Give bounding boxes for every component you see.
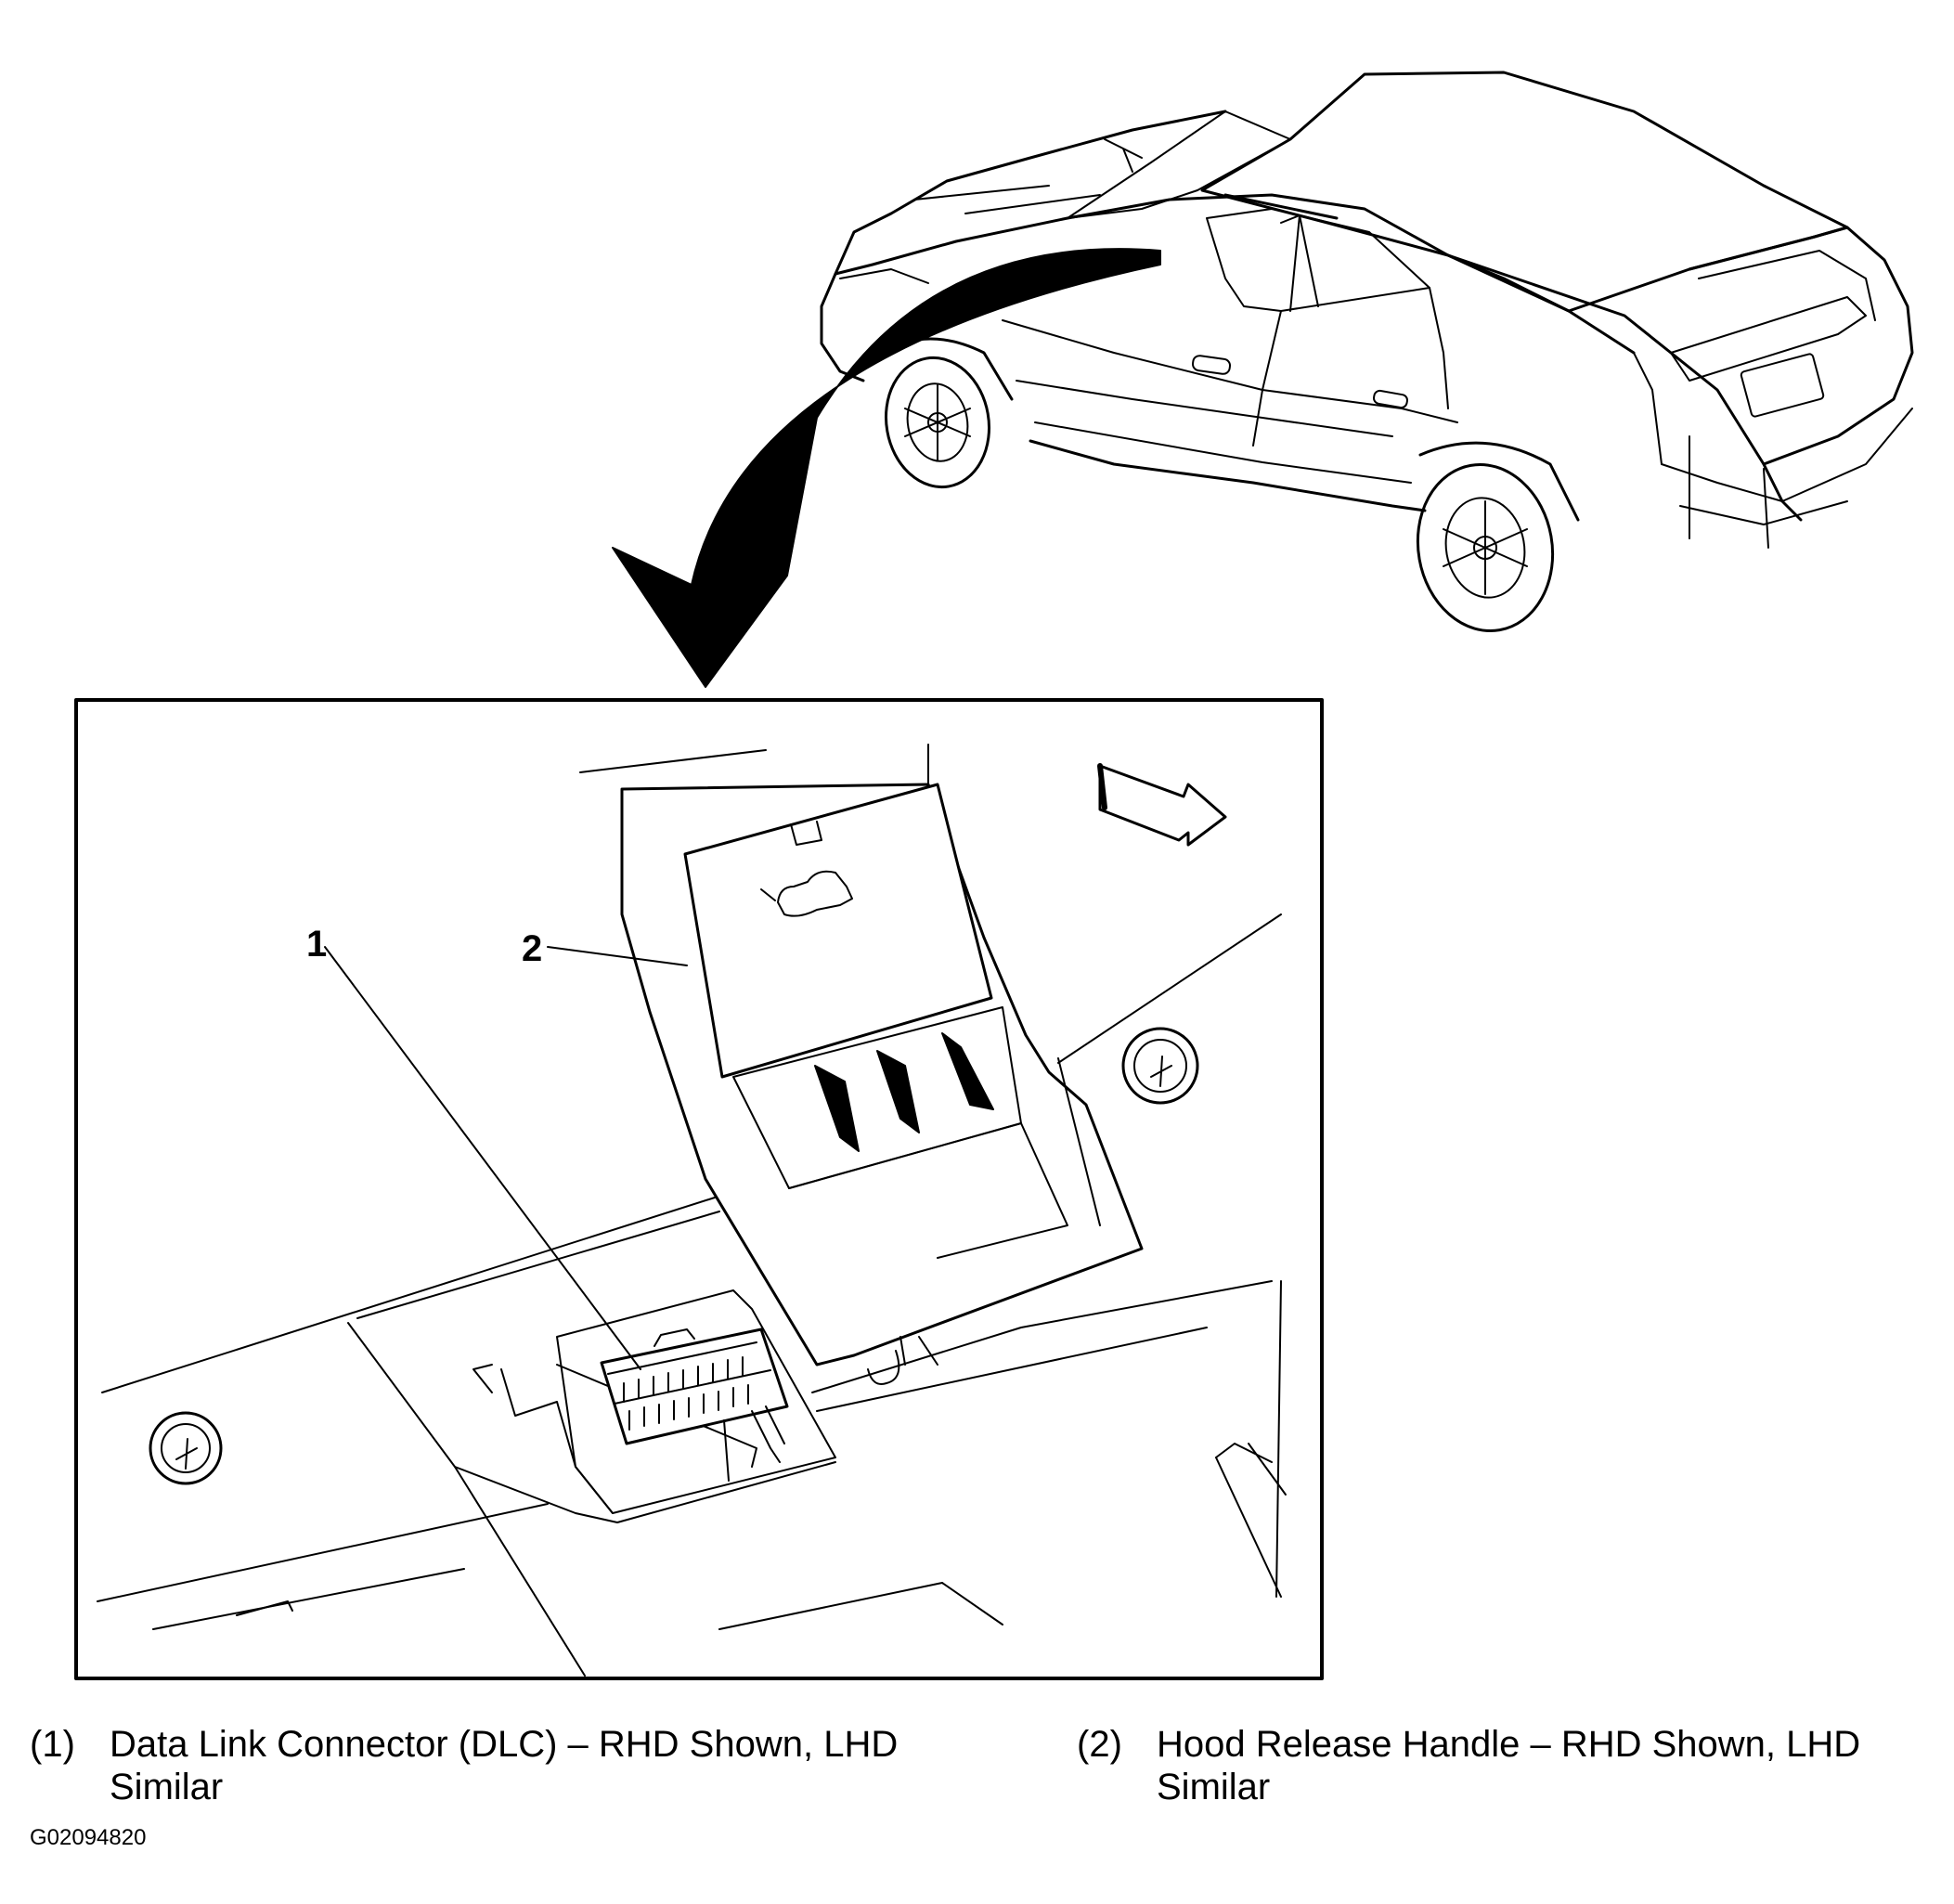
location-pointer-arrow <box>612 248 1161 688</box>
legend-index: (1) <box>30 1724 75 1765</box>
figure-code: G02094820 <box>30 1825 147 1850</box>
legend-text: Data Link Connector (DLC) – RHD Shown, L… <box>110 1724 899 1807</box>
legend-text: Hood Release Handle – RHD Shown, LHD Sim… <box>1157 1724 1861 1807</box>
callout-1-leader <box>324 946 641 1370</box>
detail-view-drawing <box>97 744 1287 1677</box>
callout-2-leader <box>547 946 688 966</box>
callout-2: 2 <box>522 928 542 969</box>
callout-1: 1 <box>306 924 327 965</box>
legend-index: (2) <box>1077 1724 1122 1765</box>
detail-view-frame <box>74 698 1324 1680</box>
vehicle-drawing <box>820 71 1914 633</box>
